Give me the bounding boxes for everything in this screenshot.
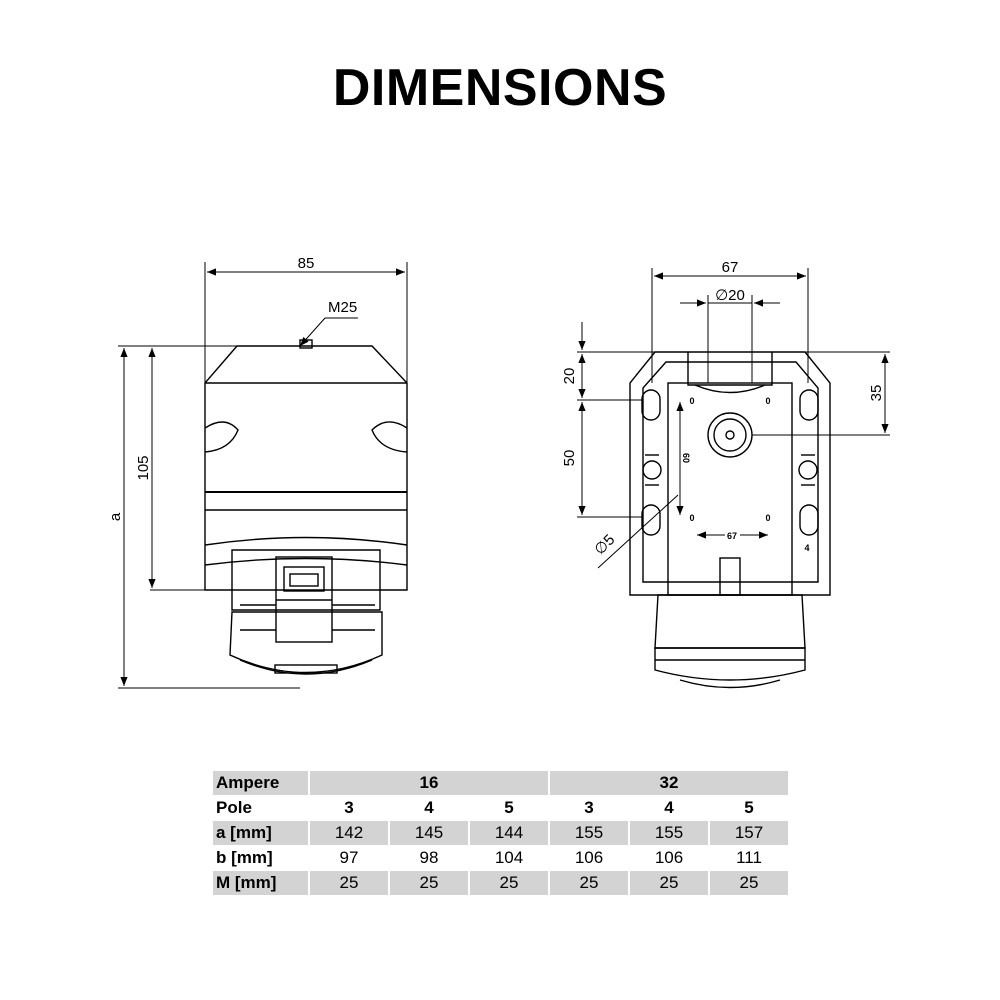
table-cell: 155 — [550, 821, 628, 845]
table-cell: 5 — [470, 796, 548, 820]
table-cell: 106 — [630, 846, 708, 870]
thread-label: M25 — [328, 299, 357, 316]
table-cell: 3 — [310, 796, 388, 820]
table-cell: 4 — [630, 796, 708, 820]
table-row: Ampere 16 32 — [213, 771, 788, 795]
table-cell: 32 — [550, 771, 788, 795]
front-hole-dim: ∅20 — [715, 287, 745, 304]
row-label: Ampere — [213, 771, 308, 795]
corner-mark-bottom-right: 0 — [765, 513, 770, 523]
table-cell: 144 — [470, 821, 548, 845]
thread-leader — [299, 317, 326, 347]
page-title: DIMENSIONS — [332, 59, 668, 117]
table-cell: 16 — [310, 771, 548, 795]
technical-drawing: 85 M25 105 a — [107, 255, 890, 689]
table-cell: 104 — [470, 846, 548, 870]
corner-mark-bottom-left: 0 — [689, 513, 694, 523]
table-cell: 4 — [390, 796, 468, 820]
front-lower-housing — [654, 594, 806, 649]
table-cell: 25 — [310, 871, 388, 895]
table-row: a [mm] 142 145 144 155 155 157 — [213, 821, 788, 845]
mount-hole-leader — [597, 494, 679, 569]
side-view-dimensions — [118, 262, 408, 689]
table-cell: 3 — [550, 796, 628, 820]
side-socket-housing — [231, 549, 381, 611]
table-row: Pole 3 4 5 3 4 5 — [213, 796, 788, 820]
table-cell: 157 — [710, 821, 788, 845]
mount-slot-bottom-right — [799, 504, 819, 536]
mount-slot-top-left — [641, 389, 661, 421]
front-view-dimensions — [577, 268, 890, 569]
table-cell: 145 — [390, 821, 468, 845]
terminal-screw-right — [798, 460, 818, 480]
table-cell: 111 — [710, 846, 788, 870]
side-width-dim: 85 — [298, 255, 315, 272]
table-cell: 97 — [310, 846, 388, 870]
row-label: M [mm] — [213, 871, 308, 895]
front-width-dim: 67 — [722, 259, 739, 276]
corner-mark-top-right: 0 — [765, 396, 770, 406]
side-height-dim: 105 — [135, 455, 152, 480]
front-mount-hole-dim: ∅5 — [591, 531, 618, 558]
table-row: b [mm] 97 98 104 106 106 111 — [213, 846, 788, 870]
table-cell: 106 — [550, 846, 628, 870]
table-row: M [mm] 25 25 25 25 25 25 — [213, 871, 788, 895]
table-cell: 25 — [630, 871, 708, 895]
side-overall-dim: a — [107, 512, 124, 521]
row-label: Pole — [213, 796, 308, 820]
front-center-offset-dim: 35 — [868, 385, 885, 402]
front-view — [629, 351, 831, 689]
mount-slot-bottom-left — [641, 504, 661, 536]
spec-table: Ampere 16 32 Pole 3 4 5 3 4 5 a [mm] 142… — [211, 770, 790, 896]
table-cell: 25 — [470, 871, 548, 895]
terminal-screw-left — [642, 460, 662, 480]
front-top-offset-dim: 20 — [561, 368, 578, 385]
table-cell: 142 — [310, 821, 388, 845]
table-cell: 98 — [390, 846, 468, 870]
side-view — [204, 339, 408, 675]
table-cell: 25 — [710, 871, 788, 895]
row-label: b [mm] — [213, 846, 308, 870]
corner-mark-top-left: 0 — [689, 396, 694, 406]
front-inner-box — [667, 382, 793, 596]
front-inner-vertical-dim: 60 — [681, 453, 691, 463]
mount-slot-top-right — [799, 389, 819, 421]
table-cell: 5 — [710, 796, 788, 820]
front-inner-horizontal-dim: 67 — [727, 531, 737, 541]
front-hole-spacing-dim: 50 — [561, 450, 578, 467]
table-cell: 25 — [550, 871, 628, 895]
row-label: a [mm] — [213, 821, 308, 845]
terminal-mark: 4 — [804, 543, 809, 553]
table-cell: 155 — [630, 821, 708, 845]
side-cutout-right — [371, 421, 408, 453]
side-cutout-left — [204, 421, 239, 453]
table-cell: 25 — [390, 871, 468, 895]
